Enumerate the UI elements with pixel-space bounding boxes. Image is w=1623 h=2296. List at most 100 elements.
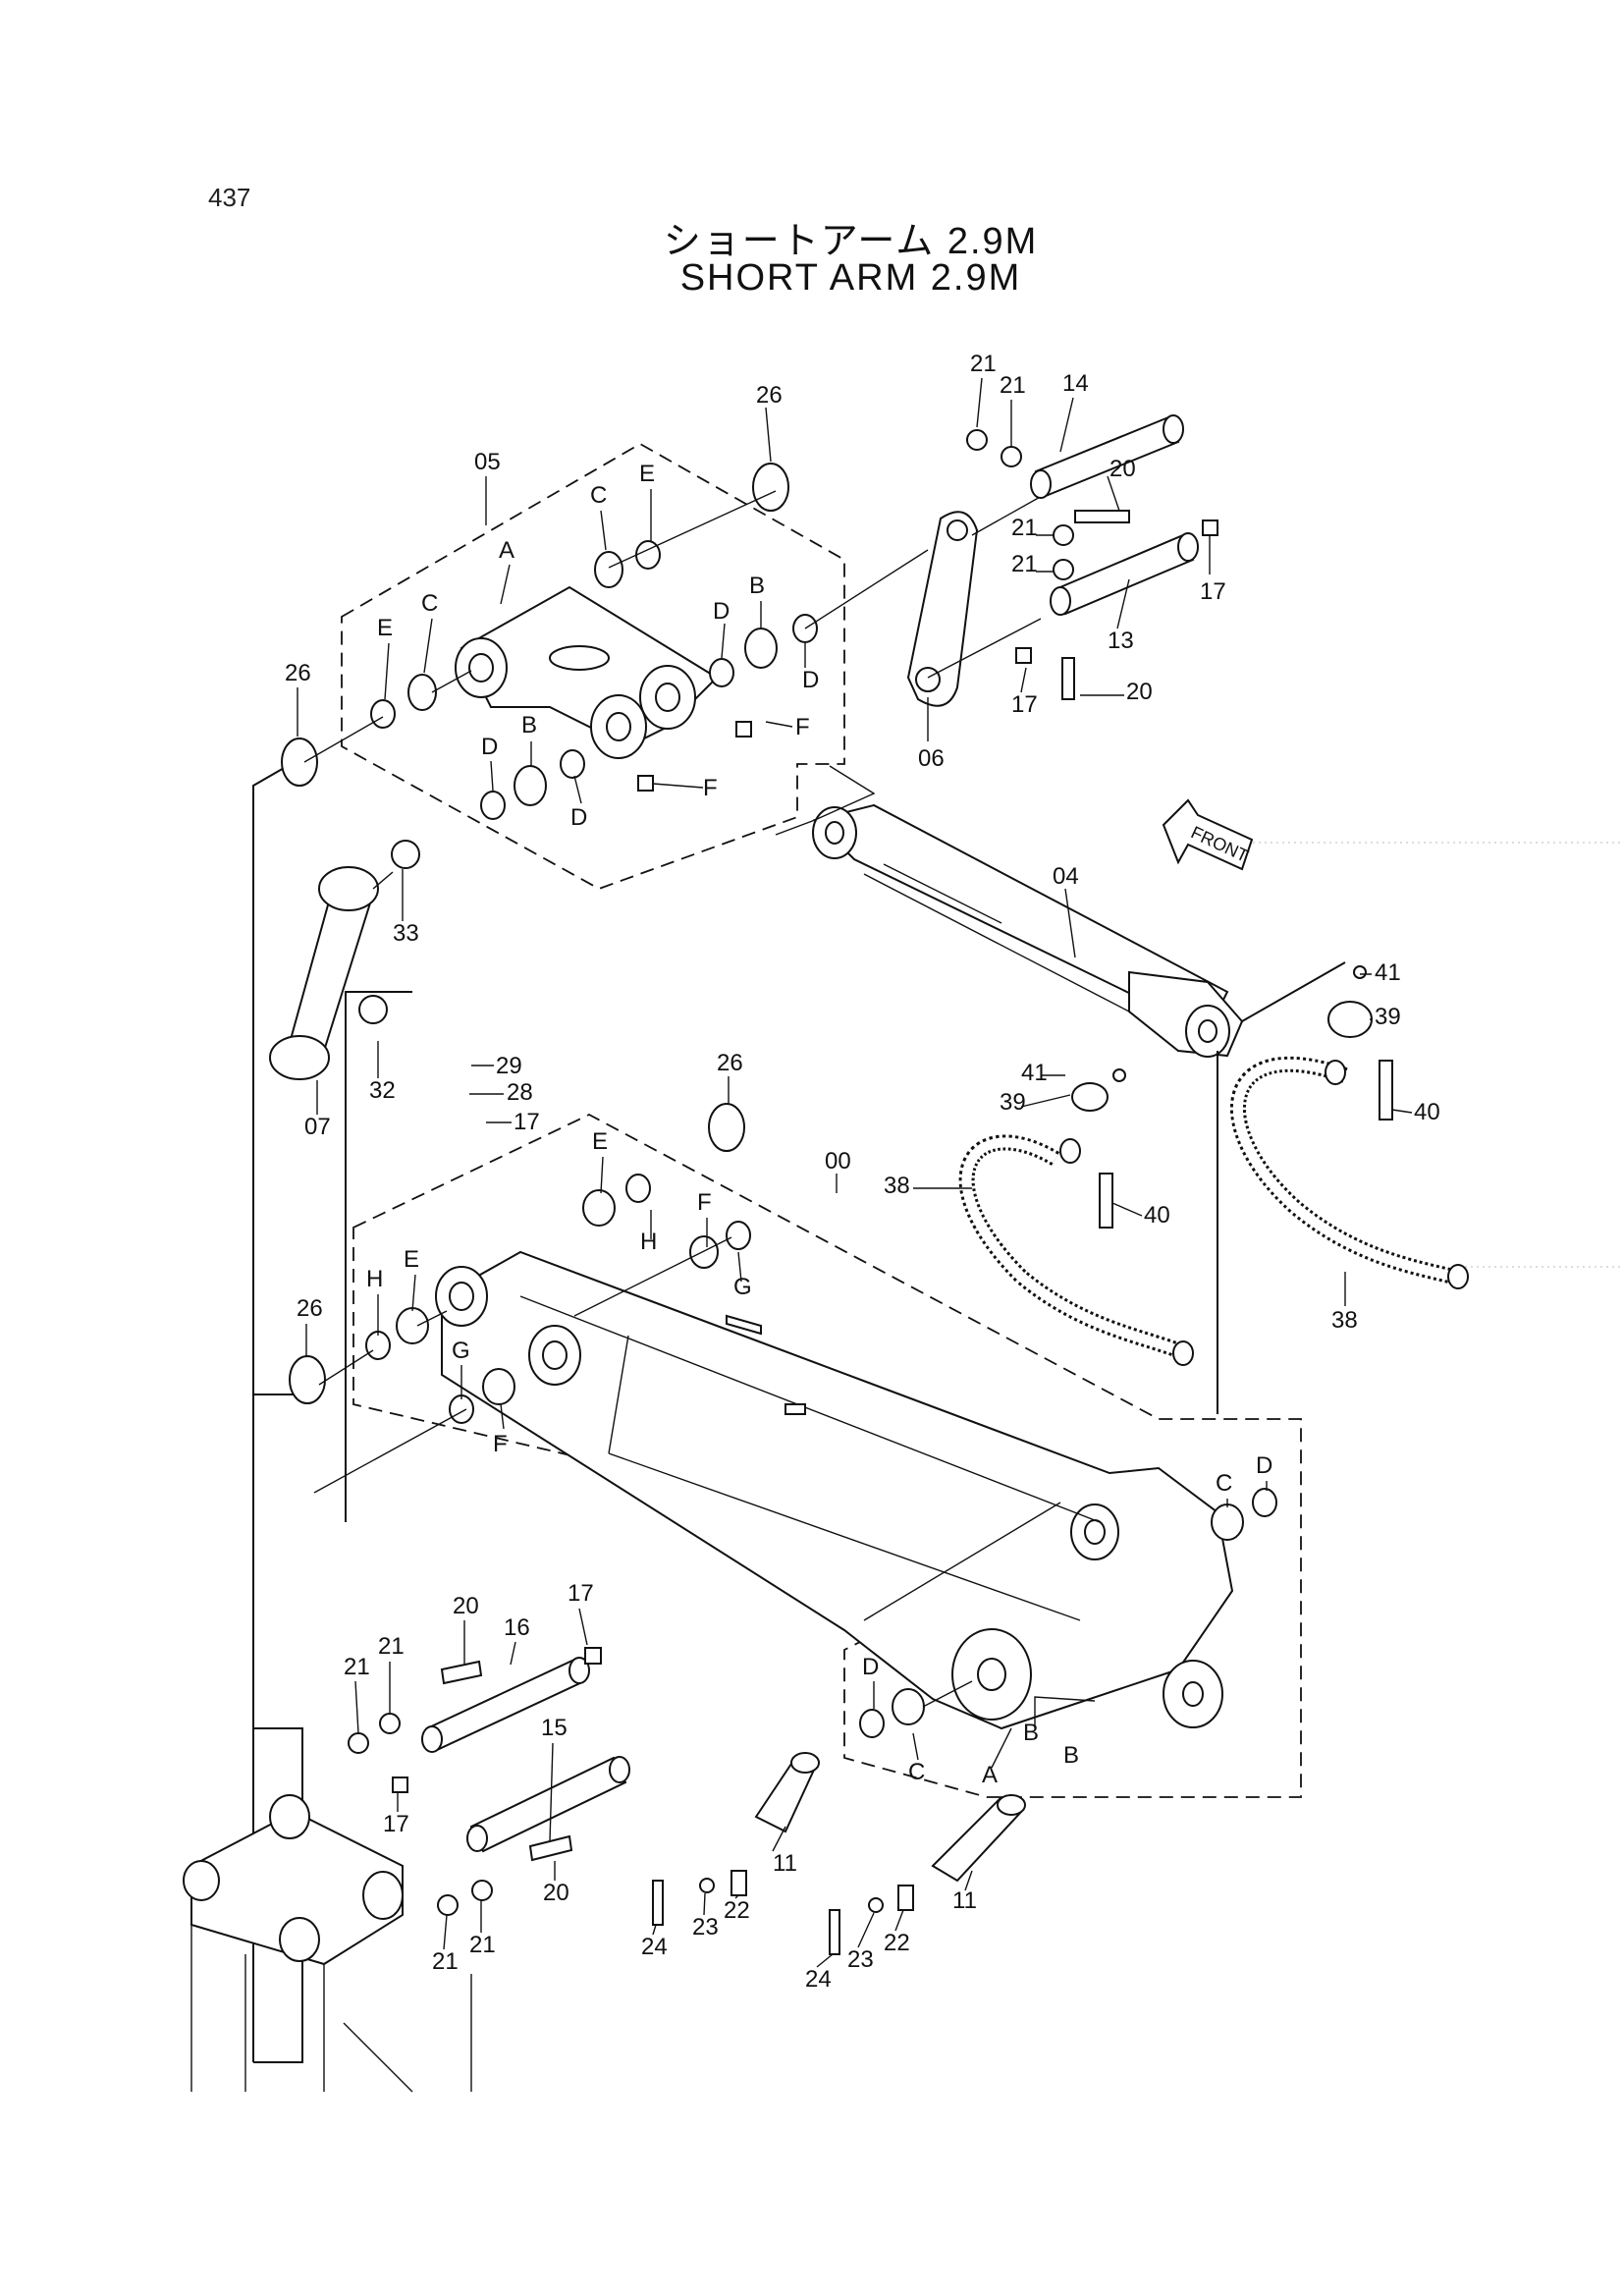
callout-41: 41 [1021,1060,1048,1086]
callout-21: 21 [378,1633,405,1660]
callout-39: 39 [1000,1089,1026,1116]
callout-21: 21 [1000,372,1026,399]
callout-H: H [640,1229,657,1255]
small-parts-21-22-23-24 [348,1647,914,1955]
link-07 [269,866,394,1080]
pin-16 [421,1657,590,1753]
callout-41: 41 [1375,959,1401,986]
shim-26 [708,1103,745,1152]
pin-15 [466,1756,630,1853]
callout-B: B [749,573,765,599]
callout-29: 29 [496,1053,522,1079]
page-number: 437 [208,183,251,212]
callout-21: 21 [432,1948,459,1975]
callout-26: 26 [297,1295,323,1322]
callout-D: D [570,804,587,831]
callout-D: D [802,667,819,693]
callout-E: E [404,1246,419,1273]
callout-14: 14 [1062,370,1089,397]
callout-26: 26 [285,660,311,686]
flanges-39-bolts-40 [1071,965,1393,1229]
callout-06: 06 [918,745,945,772]
callout-F: F [703,775,718,801]
callout-G: G [733,1274,752,1300]
callout-21: 21 [1011,551,1038,577]
callout-28: 28 [507,1079,533,1106]
callout-33: 33 [393,920,419,947]
callout-B: B [521,712,537,738]
callout-E: E [377,615,393,641]
callout-38: 38 [1331,1307,1358,1334]
title-english: SHORT ARM 2.9M [679,257,1022,299]
callout-D: D [481,734,498,760]
h-link-part-a [455,585,719,759]
callout-22: 22 [724,1897,750,1924]
callout-F: F [493,1431,508,1457]
callout-C: C [590,482,607,509]
callout-E: E [639,461,655,487]
callout-E: E [592,1128,608,1155]
callout-17: 17 [1011,691,1038,718]
callout-13: 13 [1108,628,1134,654]
callout-H: H [366,1266,383,1292]
callout-D: D [1256,1452,1272,1479]
callout-20: 20 [1109,456,1136,482]
callout-G: G [452,1338,470,1364]
leader-line [303,490,777,763]
callout-21: 21 [344,1654,370,1680]
callout-38: 38 [884,1173,910,1199]
callout-26: 26 [717,1050,743,1076]
callout-A: A [982,1762,998,1788]
bucket-cylinder-04 [775,765,1244,1058]
callout-16: 16 [504,1614,530,1641]
callout-40: 40 [1144,1202,1170,1229]
callout-11: 11 [952,1887,977,1914]
callout-11: 11 [773,1850,797,1877]
callout-A: A [499,537,514,564]
callout-21: 21 [970,351,997,377]
pin-11 [754,1752,1026,1883]
callout-C: C [908,1759,925,1785]
front-direction-arrow: FRONT [1162,798,1254,871]
callout-07: 07 [304,1114,331,1140]
callout-D: D [862,1654,879,1680]
nuts-bolts-21-20-17 [637,429,1218,792]
callout-05: 05 [474,449,501,475]
callout-22: 22 [884,1930,910,1956]
callout-17: 17 [568,1580,594,1607]
shim-26 [752,463,789,512]
pin-14 [1030,414,1184,499]
callout-labels: 21 21 14 20 21 21 17 13 17 20 06 26 05 E… [285,351,1440,1993]
callout-24: 24 [641,1934,668,1960]
arm-body-00 [435,1250,1234,1730]
group-05-boundary [341,442,845,890]
pin-13 [1050,532,1199,616]
callout-32: 32 [369,1077,396,1104]
callout-15: 15 [541,1715,568,1741]
callout-04: 04 [1053,863,1079,890]
leader-line [345,991,412,1522]
leader-line [1241,961,1346,1022]
callout-40: 40 [1414,1099,1440,1125]
callout-20: 20 [543,1880,569,1906]
callout-B: B [1023,1720,1039,1746]
callout-17: 17 [1200,578,1226,605]
callout-39: 39 [1375,1004,1401,1030]
shim-26 [289,1355,326,1404]
callout-20: 20 [1126,679,1153,705]
shim-26 [281,738,318,787]
callout-00: 00 [825,1148,851,1175]
callout-20: 20 [453,1593,479,1619]
callout-C: C [421,590,438,617]
callout-17: 17 [514,1109,540,1135]
callout-B: B [1063,1742,1079,1769]
callout-26: 26 [756,382,783,409]
callout-D: D [713,598,730,625]
callout-23: 23 [692,1914,719,1941]
callout-23: 23 [847,1946,874,1973]
callout-F: F [697,1189,712,1216]
hydraulic-hose-38 [958,1056,1469,1366]
callout-21: 21 [469,1932,496,1958]
